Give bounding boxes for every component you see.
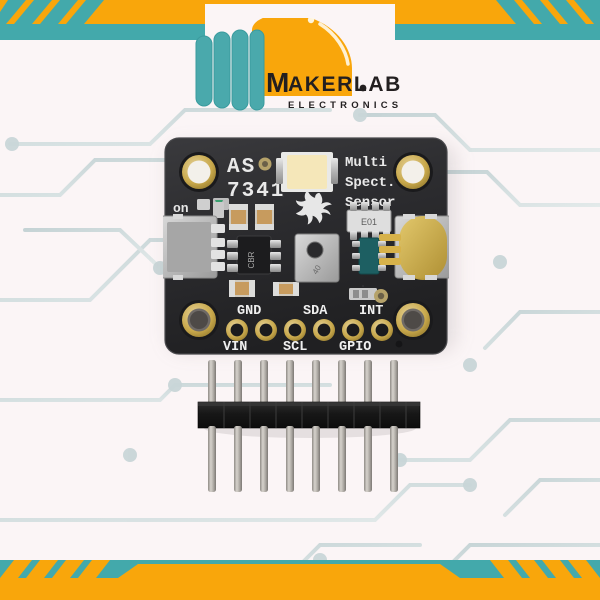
silkscreen-part-line2: 7341	[227, 180, 285, 203]
as7341-breakout-board: AS 7341 Multi Spect. Sensor on	[163, 137, 449, 355]
brand-name-lead: M	[266, 67, 289, 98]
pin-labels-top: GND SDA INT	[237, 304, 383, 319]
regulator-marking: CBR	[247, 251, 256, 268]
lightbulb-icon	[195, 18, 352, 111]
silkscreen-desc-line1: Multi	[345, 155, 387, 171]
pin-pads	[226, 319, 393, 341]
pin-labels-bottom: VIN SCL GPIO	[223, 340, 371, 355]
brand-subtitle: ELECTRONICS	[288, 100, 402, 111]
pin-label-sda: SDA	[303, 304, 328, 319]
logo-dot	[359, 84, 367, 92]
smd-components	[213, 202, 377, 300]
bottom-decorative-bar	[0, 554, 600, 600]
adafruit-flower-icon	[295, 190, 332, 225]
level-shifter-marking: E01	[361, 217, 377, 227]
silkscreen-part-line1: AS	[227, 156, 256, 179]
white-led	[276, 152, 338, 192]
silkscreen-led-label: on	[173, 201, 189, 216]
regulator-ic: CBR	[227, 235, 281, 275]
sensor-ic: 40	[294, 233, 340, 283]
male-pin-header	[197, 360, 421, 492]
silkscreen-desc-line2: Spect.	[345, 175, 395, 191]
pin-label-scl: SCL	[283, 340, 307, 355]
pin-label-int: INT	[359, 304, 383, 319]
brand-logo: M AKERLAB ELECTRONICS	[0, 18, 600, 123]
pin-label-vin: VIN	[223, 340, 247, 355]
silkscreen-desc-line3: Sensor	[345, 195, 395, 211]
mounting-holes	[179, 152, 433, 340]
pin-label-gnd: GND	[237, 304, 261, 319]
stemma-qt-left-connector	[163, 214, 225, 280]
brand-name: AKERLAB	[288, 73, 402, 96]
stemma-qt-right-connector	[379, 214, 449, 280]
pin-label-gpio: GPIO	[339, 340, 371, 355]
product-photo: AS 7341 Multi Spect. Sensor on	[0, 118, 600, 518]
green-ic	[352, 237, 386, 275]
